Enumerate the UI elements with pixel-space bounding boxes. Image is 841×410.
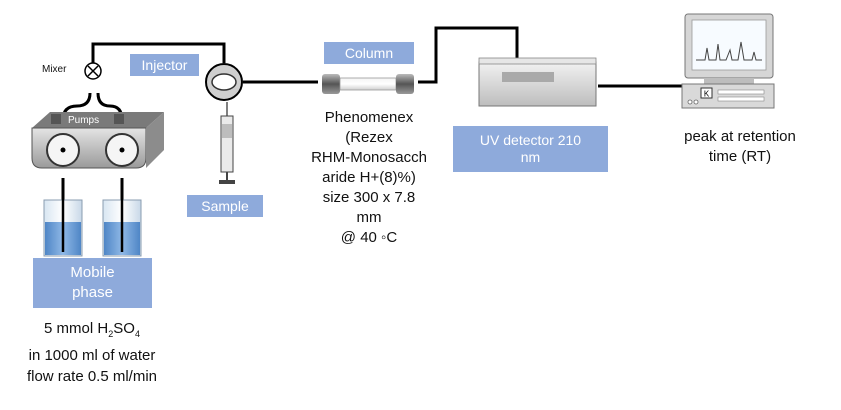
column-label: Column — [324, 42, 414, 64]
mixer-valve — [84, 62, 102, 80]
subscript-4: 4 — [134, 329, 140, 339]
uv-detector-label-line1: UV detector 210 — [479, 132, 582, 148]
mobile-phase-label-line1: Mobile — [70, 264, 115, 281]
column-info-line: size 300 x 7.8 — [322, 189, 416, 206]
computer-base — [681, 83, 775, 109]
uv-detector-label: UV detector 210 nm — [453, 126, 608, 172]
monitor-screen — [691, 19, 767, 71]
uv-detector — [478, 57, 597, 107]
output-info-line1: peak at retention — [684, 128, 796, 145]
solvent-reservoir-left — [43, 196, 83, 257]
mobile-phase-info: 5 mmol H2SO4 in 1000 ml of water flow ra… — [2, 318, 182, 387]
mobile-phase-label-line2: phase — [72, 284, 113, 301]
column-info: Phenomenex (Rezex RHM-Monosacch aride H+… — [294, 108, 444, 248]
hplc-column — [322, 74, 414, 94]
column-info-line: RHM-Monosacch — [311, 149, 427, 166]
computer: K — [681, 13, 775, 109]
mobile-phase-info-line1: 5 mmol H2SO4 — [2, 318, 182, 345]
solvent-reservoir-right — [102, 196, 142, 257]
column-info-line: mm — [356, 209, 382, 226]
mobile-phase-info-line3: flow rate 0.5 ml/min — [26, 368, 158, 385]
keyboard-key-letter: K — [704, 90, 710, 99]
output-info: peak at retention time (RT) — [660, 127, 820, 167]
pump-unit — [31, 112, 164, 169]
pipe-mixer-to-injector — [91, 42, 226, 64]
mixer-label: Mixer — [42, 64, 67, 75]
uv-detector-label-line2: nm — [520, 149, 541, 165]
output-info-line2: time (RT) — [708, 148, 772, 165]
column-info-line: @ 40 ◦C — [340, 229, 398, 246]
pump-head-left — [46, 133, 80, 167]
sample-label: Sample — [187, 195, 263, 217]
pumps-label: Pumps — [68, 115, 100, 126]
column-info-line: (Rezex — [345, 129, 393, 146]
subscript-2: 2 — [108, 329, 114, 339]
mobile-phase-formula-prefix: 5 mmol H — [44, 320, 109, 337]
chromatogram-trace — [696, 41, 762, 61]
mobile-phase-label: Mobile phase — [33, 258, 152, 308]
mobile-phase-formula-mid: SO — [113, 320, 135, 337]
pipe-column-to-detector — [418, 26, 519, 84]
column-info-line: aride H+(8)%) — [322, 169, 416, 186]
pump-head-right — [105, 133, 139, 167]
column-info-line: Phenomenex — [324, 109, 414, 126]
injector-valve — [205, 63, 243, 101]
sample-syringe — [219, 102, 235, 184]
injector-label: Injector — [130, 54, 199, 76]
mobile-phase-info-line2: in 1000 ml of water — [28, 347, 156, 364]
